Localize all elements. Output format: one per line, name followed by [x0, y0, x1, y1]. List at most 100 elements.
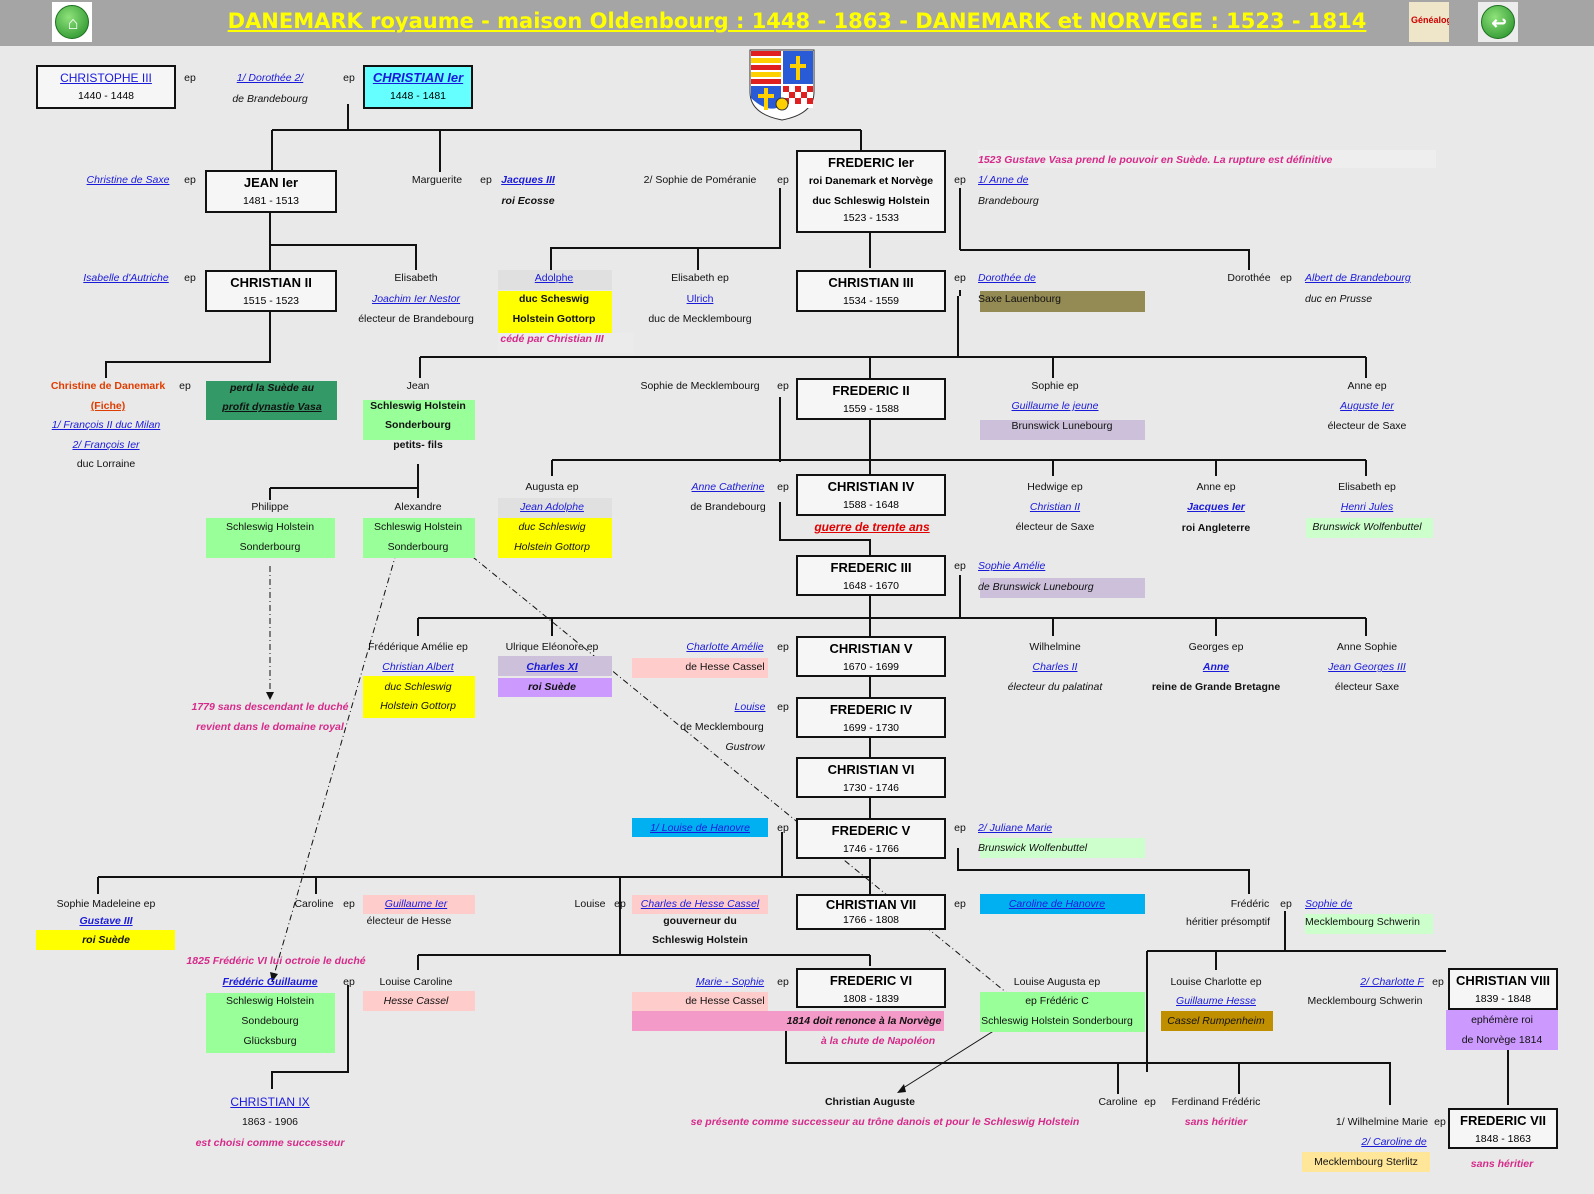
sophie-amelie-link[interactable]: Sophie Amélie: [978, 560, 1046, 572]
louise-link[interactable]: Louise: [734, 701, 766, 713]
henri-jules-link[interactable]: Henri Jules: [1340, 501, 1394, 513]
georges-ep-label: Georges ep: [1188, 641, 1244, 653]
anne-catherine-link[interactable]: Anne Catherine: [691, 481, 765, 493]
christian-auguste-label: Christian Auguste: [824, 1096, 916, 1108]
charles-hesse-link[interactable]: Charles de Hesse Cassel: [640, 898, 760, 910]
louise-hanovre-link[interactable]: 1/ Louise de Hanovre: [650, 822, 750, 834]
auguste1-link[interactable]: Auguste Ier: [1340, 400, 1394, 412]
alexandre-sh: Schleswig Holstein: [373, 521, 463, 533]
cassel-rumpenheim-bg: [1161, 1011, 1273, 1031]
anne-link[interactable]: Anne: [1202, 661, 1230, 673]
charlotte-amelie-link[interactable]: Charlotte Amélie: [686, 641, 764, 653]
jean-georges-link[interactable]: Jean Georges III: [1328, 661, 1406, 673]
de-mecklembourg-label: de Mecklembourg: [680, 721, 764, 733]
ferdinand-label: Ferdinand Frédéric: [1171, 1096, 1261, 1108]
sophie-ep-label: Sophie ep: [1031, 380, 1079, 392]
est-choisi-label: est choisi comme successeur: [195, 1137, 345, 1149]
christian-albert-title-bg: [363, 676, 475, 718]
joachim-link[interactable]: Joachim Ier Nestor: [371, 293, 461, 305]
louise-hanovre-bg: [632, 818, 768, 837]
fg-sondebourg: Sondebourg: [241, 1015, 299, 1027]
back-button[interactable]: ↩: [1478, 2, 1518, 42]
roi-angleterre-label: roi Angleterre: [1181, 522, 1251, 534]
charles2-link[interactable]: Charles II: [1032, 661, 1078, 673]
meck-schwerin-bg: [1305, 914, 1433, 934]
anne-de-link[interactable]: 1/ Anne de: [978, 174, 1029, 186]
jacques3-link[interactable]: Jacques III: [501, 174, 555, 186]
isabelle-link[interactable]: Isabelle d'Autriche: [83, 272, 169, 284]
marie-sophie-link[interactable]: Marie - Sophie: [695, 976, 765, 988]
fiche-link[interactable]: (Fiche): [90, 400, 126, 412]
elect-palatinat-label: électeur du palatinat: [1007, 681, 1103, 693]
alexandre-label: Alexandre: [394, 501, 442, 513]
elect-hesse-label: électeur de Hesse: [366, 915, 452, 927]
guillaume-hesse-link[interactable]: Guillaume Hesse: [1176, 995, 1256, 1007]
guillaume-jeune-link[interactable]: Guillaume le jeune: [1011, 400, 1099, 412]
frederic-label: Frédéric: [1230, 898, 1270, 910]
ep-label: ep: [1434, 1116, 1446, 1128]
de-hesse-cassel-label: de Hesse Cassel: [685, 995, 765, 1007]
sophie-mecklembourg-label: Sophie de Mecklembourg: [640, 380, 760, 392]
guillaume1-link[interactable]: Guillaume Ier: [384, 898, 448, 910]
wilhelmine-marie-label: 1/ Wilhelmine Marie: [1335, 1116, 1429, 1128]
ep-label: ep: [614, 898, 626, 910]
hesse-cassel2-label: Hesse Cassel: [383, 995, 449, 1007]
perd-suede-bg: [206, 381, 337, 420]
francois-milan-link[interactable]: 1/ François II duc Milan: [51, 419, 161, 431]
ep-label: ep: [777, 822, 789, 834]
meck-sterlitz-bg: [1302, 1152, 1430, 1172]
frederic-guillaume-link[interactable]: Frédéric Guillaume: [222, 976, 318, 988]
cassel-rumpenheim-label: Cassel Rumpenheim: [1167, 1015, 1265, 1027]
caroline-de-link[interactable]: 2/ Caroline de: [1361, 1136, 1427, 1148]
charles11-link[interactable]: Charles XI: [526, 661, 578, 673]
gustave3-link[interactable]: Gustave III: [79, 915, 133, 927]
philippe-sh: Schleswig Holstein: [225, 521, 315, 533]
christine-saxe-link[interactable]: Christine de Saxe: [86, 174, 170, 186]
jacques1-link[interactable]: Jacques Ier: [1187, 501, 1245, 513]
home-button[interactable]: ⌂: [52, 2, 92, 42]
christian-albert-link[interactable]: Christian Albert: [382, 661, 454, 673]
sophie-de-link[interactable]: Sophie de: [1305, 898, 1353, 910]
genealogy-button[interactable]: Généalogie: [1409, 2, 1449, 42]
jean-adolphe-link[interactable]: Jean Adolphe: [520, 501, 584, 513]
dorothee-link[interactable]: 1/ Dorothée 2/: [236, 72, 304, 84]
king-christian-9[interactable]: CHRISTIAN IX: [230, 1095, 310, 1109]
duc-prusse-label: duc en Prusse: [1305, 293, 1373, 305]
adolphe-link[interactable]: Adolphe: [534, 272, 574, 284]
de-brandebourg2-label: de Brandebourg: [690, 501, 766, 513]
francois1-link[interactable]: 2/ François Ier: [72, 439, 140, 451]
guillaume1-bg: [363, 895, 475, 914]
caroline-hanovre-link[interactable]: Caroline de Hanovre: [1008, 898, 1106, 910]
wilhelmine-label: Wilhelmine: [1029, 641, 1081, 653]
ep-label: ep: [184, 72, 196, 84]
duc-scheswig-label: duc Scheswig: [518, 293, 590, 305]
louise-charlotte-label: Louise Charlotte ep: [1170, 976, 1262, 988]
de-brunswick-bg: [980, 578, 1145, 598]
charlotte-f-link[interactable]: 2/ Charlotte F: [1360, 976, 1424, 988]
albert-brandebourg-link[interactable]: Albert de Brandebourg: [1305, 272, 1411, 284]
ep-label: ep: [1280, 898, 1292, 910]
ulrich-link[interactable]: Ulrich: [686, 293, 714, 305]
ep-label: ep: [777, 701, 789, 713]
christian2-link[interactable]: Christian II: [1029, 501, 1081, 513]
ep-label: ep: [1432, 976, 1444, 988]
juliane-link[interactable]: 2/ Juliane Marie: [978, 822, 1053, 834]
dorothee-de-link[interactable]: Dorothée de: [978, 272, 1036, 284]
